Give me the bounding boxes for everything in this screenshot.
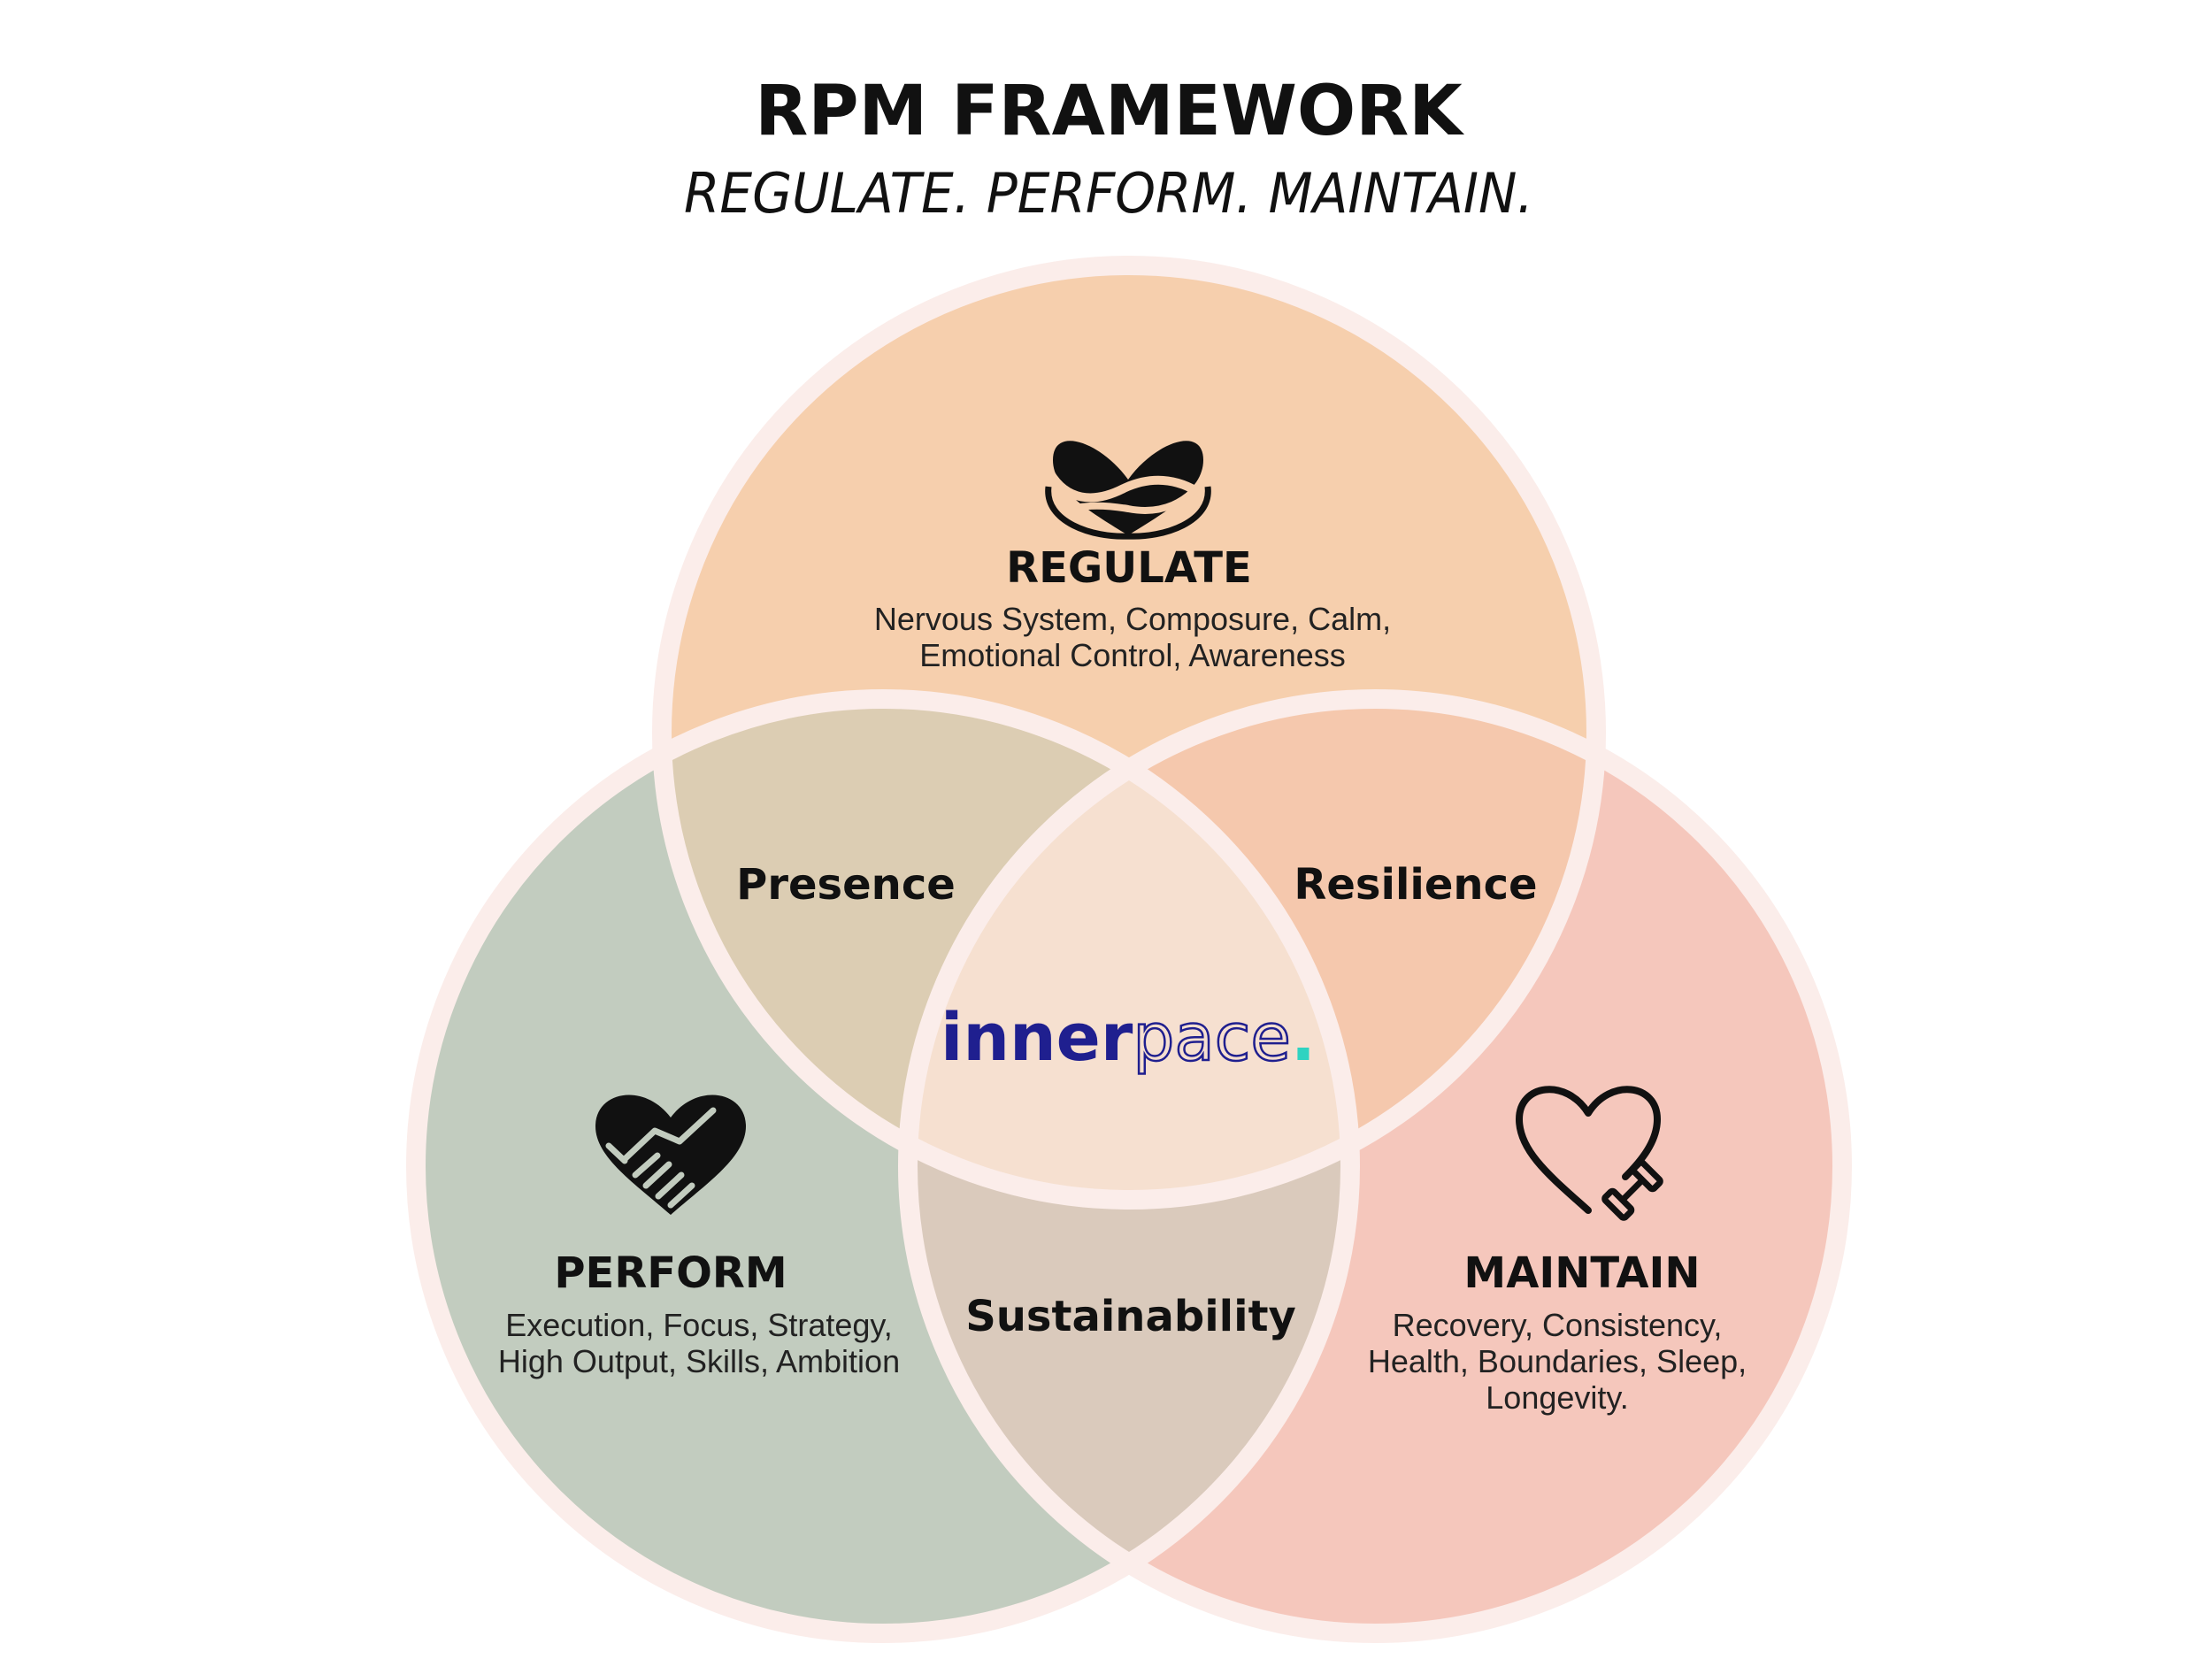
page-subtitle: REGULATE. PERFORM. MAINTAIN. bbox=[684, 161, 1533, 226]
maintain-description-line-2: Health, Boundaries, Sleep, bbox=[1368, 1343, 1747, 1379]
maintain-description-line-1: Recovery, Consistency, bbox=[1393, 1307, 1723, 1343]
perform-description-line-1: Execution, Focus, Strategy, bbox=[505, 1307, 893, 1343]
perform-description-line-2: High Output, Skills, Ambition bbox=[498, 1343, 900, 1379]
brand-dot: . bbox=[1291, 1000, 1316, 1076]
presence-label: Presence bbox=[736, 860, 956, 910]
brand-inner: inner bbox=[941, 1000, 1133, 1076]
innerpace-logo: innerpace. bbox=[941, 999, 1316, 1078]
heart-handshake-icon bbox=[595, 1094, 746, 1215]
regulate-description-line-2: Emotional Control, Awareness bbox=[919, 637, 1346, 673]
svg-text:innerpace.: innerpace. bbox=[941, 1000, 1316, 1076]
brand-pace: pace bbox=[1133, 1000, 1291, 1076]
heart-dumbbell-icon bbox=[1516, 1086, 1663, 1221]
resilience-label: Resilience bbox=[1294, 860, 1537, 910]
regulate-title: REGULATE bbox=[1006, 543, 1252, 593]
sustainability-label: Sustainability bbox=[965, 1292, 1296, 1341]
page-title: RPM FRAMEWORK bbox=[755, 72, 1464, 151]
maintain-title: MAINTAIN bbox=[1463, 1248, 1700, 1298]
perform-title: PERFORM bbox=[554, 1248, 787, 1298]
perform-outline bbox=[406, 689, 1360, 1643]
heart-hug-icon bbox=[1045, 441, 1211, 540]
maintain-description-line-3: Longevity. bbox=[1486, 1379, 1628, 1416]
center-region bbox=[908, 699, 1350, 1200]
maintain-outline bbox=[898, 689, 1852, 1643]
regulate-description-line-1: Nervous System, Composure, Calm, bbox=[874, 601, 1391, 637]
regulate-outline bbox=[652, 256, 1606, 1210]
